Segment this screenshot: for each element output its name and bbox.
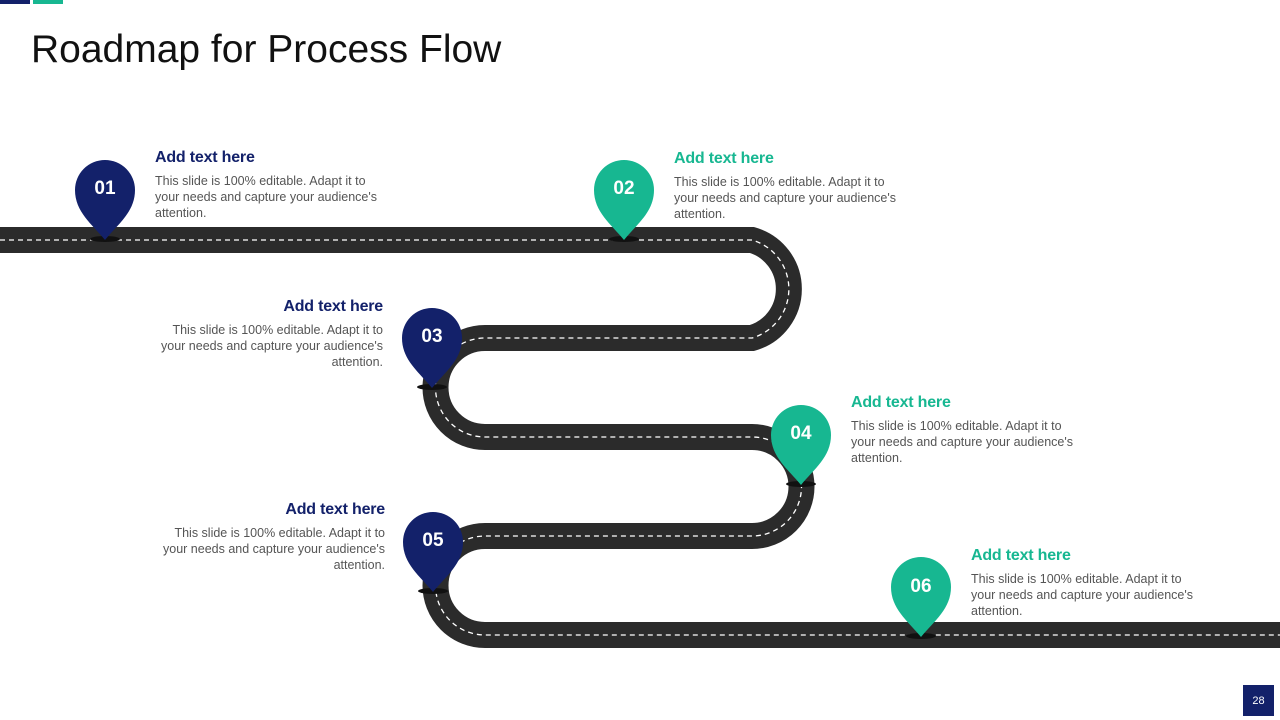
- map-pin-icon: [891, 557, 951, 637]
- milestone-body: This slide is 100% editable. Adapt it to…: [161, 323, 383, 369]
- pin-number-04: 04: [790, 423, 812, 444]
- milestone-body: This slide is 100% editable. Adapt it to…: [155, 174, 377, 220]
- milestone-text-04: Add text here This slide is 100% editabl…: [851, 394, 1086, 466]
- milestone-heading: Add text here: [674, 150, 774, 167]
- pin-number-02: 02: [613, 178, 635, 199]
- pin-01: [75, 160, 135, 242]
- milestone-heading: Add text here: [155, 149, 255, 166]
- slide-title: Roadmap for Process Flow: [31, 28, 502, 71]
- milestone-heading: Add text here: [971, 547, 1071, 564]
- milestone-heading: Add text here: [285, 501, 385, 518]
- map-pin-icon: [403, 512, 463, 592]
- map-pin-icon: [771, 405, 831, 485]
- milestone-body: This slide is 100% editable. Adapt it to…: [851, 419, 1073, 465]
- pin-number-06: 06: [910, 576, 932, 597]
- milestone-text-01: Add text here This slide is 100% editabl…: [155, 149, 390, 221]
- map-pin-icon: [402, 308, 462, 388]
- pin-02: [594, 160, 654, 242]
- pin-04: [771, 405, 831, 487]
- pin-number-03: 03: [421, 326, 443, 347]
- milestone-body: This slide is 100% editable. Adapt it to…: [674, 175, 896, 221]
- pin-number-01: 01: [94, 178, 116, 199]
- milestone-body: This slide is 100% editable. Adapt it to…: [163, 526, 385, 572]
- map-pin-icon: [594, 160, 654, 240]
- road-center-dash: [0, 239, 1280, 636]
- page-number-badge: 28: [1243, 685, 1274, 716]
- pin-06: [891, 557, 951, 639]
- milestone-text-02: Add text here This slide is 100% editabl…: [674, 150, 909, 222]
- pin-number-05: 05: [422, 530, 444, 551]
- accent-bar-navy: [0, 0, 30, 4]
- milestone-body: This slide is 100% editable. Adapt it to…: [971, 572, 1193, 618]
- milestone-heading: Add text here: [851, 394, 951, 411]
- milestone-text-03: Add text here This slide is 100% editabl…: [148, 298, 383, 370]
- milestone-text-05: Add text here This slide is 100% editabl…: [150, 501, 385, 573]
- milestone-heading: Add text here: [283, 298, 383, 315]
- map-pin-icon: [75, 160, 135, 240]
- accent-bar-teal: [33, 0, 63, 4]
- milestone-text-06: Add text here This slide is 100% editabl…: [971, 547, 1206, 619]
- pin-05: [403, 512, 463, 594]
- pin-03: [402, 308, 462, 390]
